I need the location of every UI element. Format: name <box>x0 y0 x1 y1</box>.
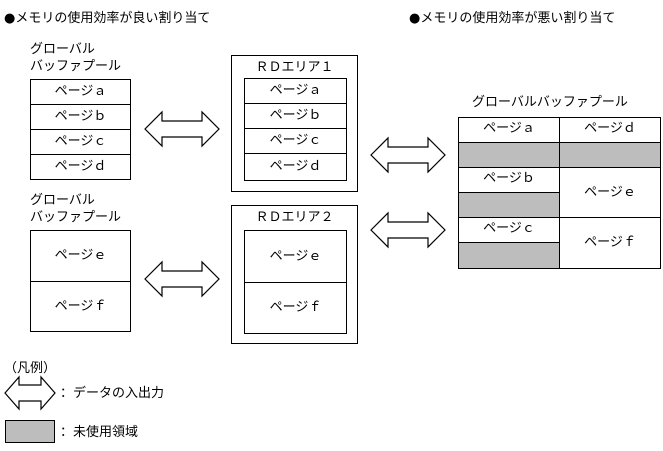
double-arrow-icon <box>144 260 220 298</box>
buffer1-page-d: ページｄ <box>30 154 131 180</box>
bad-page-f: ページｆ <box>559 217 661 269</box>
legend-double-arrow-icon <box>4 375 56 411</box>
heading-bad-allocation: ●メモリの使用効率が悪い割り当て <box>409 11 616 26</box>
rd2-page-f: ページｆ <box>244 282 347 334</box>
rd-area-1-title: ＲＤエリア１ <box>255 60 334 75</box>
bad-page-e: ページｅ <box>559 167 661 218</box>
rd1-page-c: ページｃ <box>244 128 347 154</box>
heading-good-allocation: ●メモリの使用効率が良い割り当て <box>4 11 211 26</box>
bad-buffer-grid: ページａ ページｂ ページｃ ページｄ ページｅ ページｆ <box>458 117 661 269</box>
rd1-page-d: ページｄ <box>244 153 347 181</box>
rd-area-1: ＲＤエリア１ ページａ ページｂ ページｃ ページｄ <box>231 55 358 192</box>
rd-area-1-page-frame: ページａ ページｂ ページｃ ページｄ <box>244 78 347 181</box>
legend-unused-label: ：未使用領域 <box>60 425 139 440</box>
bad-page-d: ページｄ <box>559 117 661 143</box>
double-arrow-icon <box>370 136 446 174</box>
unused-area <box>458 192 560 218</box>
rd1-page-b: ページｂ <box>244 103 347 129</box>
bad-page-c: ページｃ <box>458 217 560 243</box>
buffer2-page-e: ページｅ <box>30 230 131 282</box>
unused-area <box>559 142 661 168</box>
rd-area-2-page-frame: ページｅ ページｆ <box>244 230 347 334</box>
buffer1-page-b: ページｂ <box>30 104 131 130</box>
buffer2-label-line2: バッファプール <box>30 210 122 225</box>
double-arrow-icon <box>370 211 446 249</box>
bad-page-b: ページｂ <box>458 167 560 193</box>
buffer1-label-line2: バッファプール <box>30 59 122 74</box>
rd2-page-e: ページｅ <box>244 230 347 283</box>
buffer1-page-c: ページｃ <box>30 129 131 155</box>
rd-area-2: ＲＤエリア２ ページｅ ページｆ <box>231 205 358 344</box>
rd1-page-a: ページａ <box>244 78 347 104</box>
buffer2-label-line1: グローバル <box>30 193 95 208</box>
buffer1-page-a: ページａ <box>30 79 131 105</box>
legend-unused-swatch <box>5 420 55 443</box>
unused-area <box>458 242 560 269</box>
legend-arrow-label: ：データの入出力 <box>60 386 165 401</box>
double-arrow-icon <box>144 110 220 148</box>
buffer1-label-line1: グローバル <box>30 42 95 57</box>
bad-buffer-title: グローバルバッファプール <box>472 95 628 110</box>
rd-area-2-title: ＲＤエリア２ <box>255 210 334 225</box>
buffer2-page-f: ページｆ <box>30 281 131 332</box>
unused-area <box>458 142 560 168</box>
legend-title: （凡例） <box>4 361 57 376</box>
bad-page-a: ページａ <box>458 117 560 143</box>
